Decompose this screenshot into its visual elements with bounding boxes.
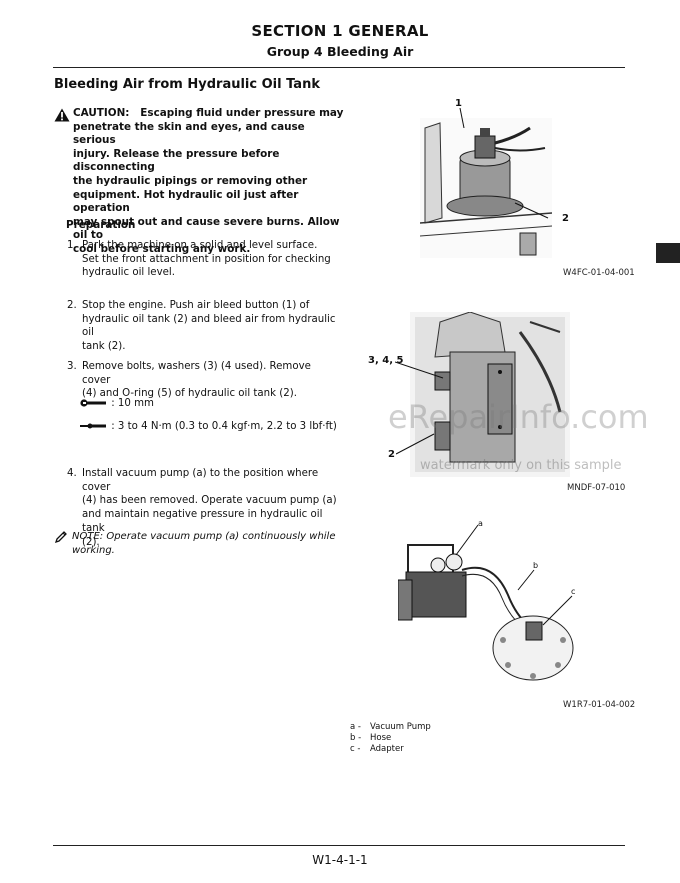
legend-item: a - Vacuum Pump xyxy=(350,722,431,733)
caution-block: CAUTION: Escaping fluid under pressure m… xyxy=(54,107,344,257)
preparation-heading: Preparation xyxy=(66,219,136,231)
step-line: Set the front attachment in position for… xyxy=(82,253,331,265)
step-line: hydraulic oil tank (2) and bleed air fro… xyxy=(82,313,336,339)
figure-1-callout-2: 2 xyxy=(562,213,569,224)
figure-3-callout-c: c xyxy=(571,587,576,596)
legend-key: c - xyxy=(350,744,361,754)
page-number: W1-4-1-1 xyxy=(312,853,368,867)
legend-key: a - xyxy=(350,722,361,732)
figure-2-illustration xyxy=(410,312,570,477)
figure-2-callout-345: 3, 4, 5 xyxy=(368,355,404,366)
group-title: Group 4 Bleeding Air xyxy=(266,44,414,59)
figure-3-callout-b: b xyxy=(533,561,539,570)
legend-value: Vacuum Pump xyxy=(370,722,431,732)
chapter-tab-marker xyxy=(656,243,680,263)
legend-item: c - Adapter xyxy=(350,744,431,755)
figure-3-illustration xyxy=(398,524,574,681)
step-line: (4) and O-ring (5) of hydraulic oil tank… xyxy=(82,388,297,400)
page-heading: Bleeding Air from Hydraulic Oil Tank xyxy=(54,77,320,92)
step-3: 3. Remove bolts, washers (3) (4 used). R… xyxy=(67,360,342,401)
caution-line: may spout out and cause severe burns. Al… xyxy=(73,215,340,242)
legend-item: b - Hose xyxy=(350,733,431,744)
note-line: NOTE: Operate vacuum pump (a) continuous… xyxy=(72,531,336,542)
figure-1-illustration xyxy=(420,118,552,258)
pencil-note-icon xyxy=(54,531,67,544)
caution-line: Escaping fluid under pressure may xyxy=(140,107,344,119)
step-number: 2. xyxy=(67,300,77,311)
section-title: SECTION 1 GENERAL xyxy=(251,22,429,40)
step-line: hydraulic oil level. xyxy=(82,267,175,279)
step-line: Install vacuum pump (a) to the position … xyxy=(82,468,319,493)
caution-line: the hydraulic pipings or removing other xyxy=(73,174,308,187)
step-line: Remove bolts, washers (3) (4 used). Remo… xyxy=(82,361,311,386)
torque-wrench-icon xyxy=(80,423,106,429)
wrench-spec: : 10 mm xyxy=(80,398,154,409)
figure-1-caption: W4FC-01-04-001 xyxy=(563,268,635,278)
note-block: NOTE: Operate vacuum pump (a) continuous… xyxy=(54,530,344,557)
note-line: working. xyxy=(72,544,115,556)
watermark: eRepairInfo.com xyxy=(388,398,649,436)
legend-key: b - xyxy=(350,733,362,743)
caution-line: injury. Release the pressure before disc… xyxy=(73,147,280,174)
torque-spec: : 3 to 4 N·m (0.3 to 0.4 kgf·m, 2.2 to 3… xyxy=(80,421,337,432)
step-line: (4) has been removed. Operate vacuum pum… xyxy=(82,495,337,507)
step-2: 2. Stop the engine. Push air bleed butto… xyxy=(67,299,342,354)
caution-line: penetrate the skin and eyes, and cause s… xyxy=(73,120,305,147)
step-line: tank (2). xyxy=(82,341,126,353)
legend-value: Hose xyxy=(370,733,392,743)
step-number: 3. xyxy=(67,361,77,372)
step-line: Park the machine on a solid and level su… xyxy=(82,240,318,251)
step-1: 1. Park the machine on a solid and level… xyxy=(67,239,342,280)
caution-line: cool before starting any work. xyxy=(73,242,251,255)
header-divider xyxy=(53,67,625,68)
figure-legend: a - Vacuum Pump b - Hose c - Adapter xyxy=(350,722,431,755)
caution-line: equipment. Hot hydraulic oil just after … xyxy=(73,188,299,215)
wrench-size: : 10 mm xyxy=(111,398,154,409)
step-line: (2). xyxy=(82,536,100,548)
figure-2-caption: MNDF-07-010 xyxy=(567,483,626,493)
torque-value: : 3 to 4 N·m (0.3 to 0.4 kgf·m, 2.2 to 3… xyxy=(111,421,337,432)
figure-1-callout-1: 1 xyxy=(455,98,462,109)
footer-divider xyxy=(53,845,625,846)
figure-3-callout-a: a xyxy=(478,519,483,528)
legend-value: Adapter xyxy=(370,744,404,754)
step-line: Stop the engine. Push air bleed button (… xyxy=(82,300,310,311)
step-4: 4. Install vacuum pump (a) to the positi… xyxy=(67,467,342,549)
step-line: and maintain negative pressure in hydrau… xyxy=(82,509,323,534)
warning-triangle-icon xyxy=(54,108,70,127)
figure-2-callout-2: 2 xyxy=(388,449,395,460)
caution-label: CAUTION: xyxy=(73,107,130,119)
step-number: 4. xyxy=(67,468,77,479)
step-number: 1. xyxy=(67,240,77,251)
figure-3-caption: W1R7-01-04-002 xyxy=(563,700,636,710)
wrench-icon xyxy=(80,399,106,407)
watermark-subtext: watermark only on this sample xyxy=(420,458,622,473)
